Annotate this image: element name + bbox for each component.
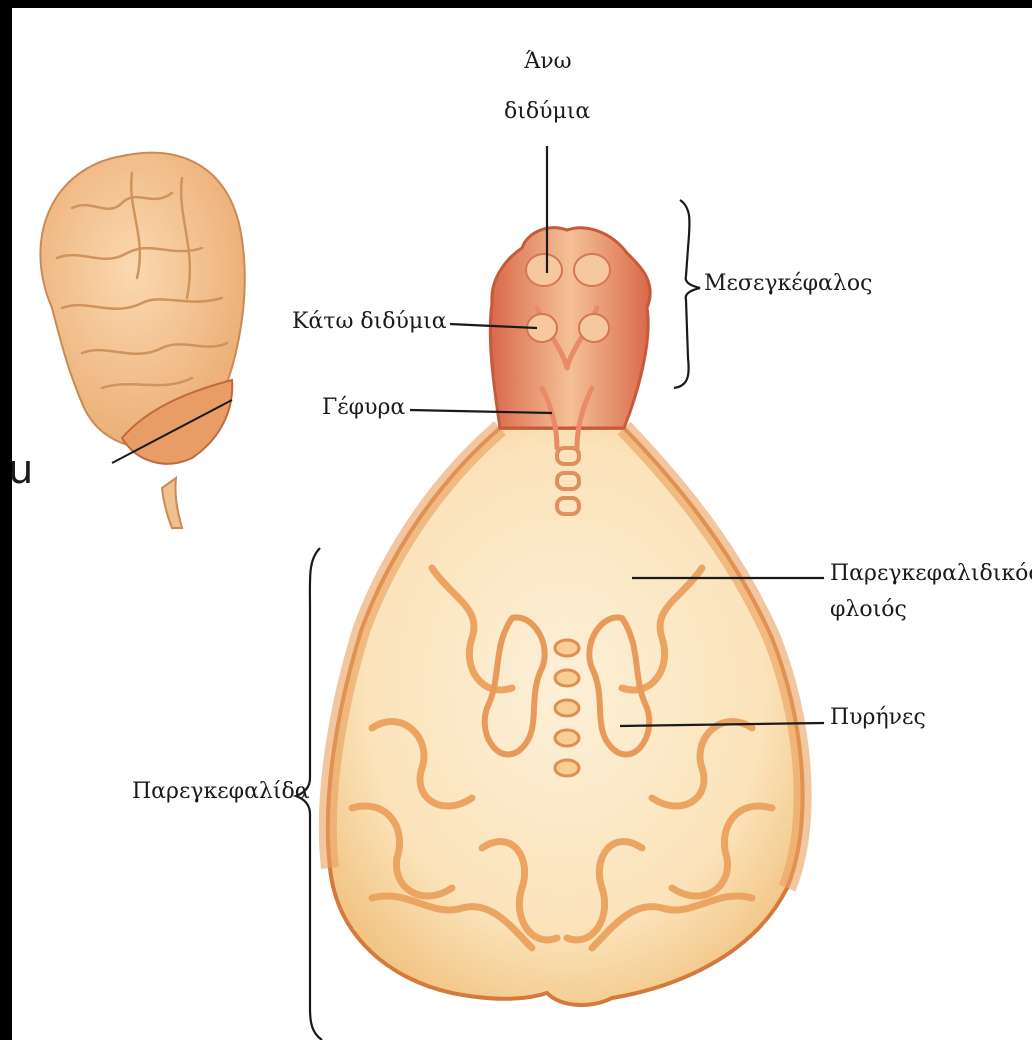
label-midbrain: Μεσεγκέφαλος [704, 270, 872, 298]
label-cerebellar-cortex-line2: φλοιός [830, 596, 1032, 624]
label-pons: Γέφυρα [322, 394, 405, 422]
label-cerebellar-cortex-line1: Παρεγκεφαλιδικός [830, 560, 1032, 588]
label-superior-colliculus-line2: διδύμια [504, 98, 590, 126]
label-cerebellum: Παρεγκεφαλίδα [132, 778, 310, 806]
label-superior-colliculus-line1: Άνω [517, 48, 579, 76]
diagram-panel: u Άνω διδύμια Μεσεγκέφαλος Κάτω διδύμια … [12, 8, 1032, 1040]
label-superior-colliculus-2: διδύμια [504, 98, 590, 126]
whole-brain-thumbnail [40, 153, 244, 528]
label-inferior-colliculus: Κάτω διδύμια [292, 308, 447, 336]
cerebellum-figure [12, 8, 1032, 1040]
label-cerebellar-cortex: Παρεγκεφαλιδικός φλοιός [830, 560, 1032, 623]
edge-fragment-text: u [12, 450, 33, 490]
label-nuclei: Πυρήνες [830, 704, 926, 732]
label-superior-colliculus: Άνω [517, 48, 579, 76]
